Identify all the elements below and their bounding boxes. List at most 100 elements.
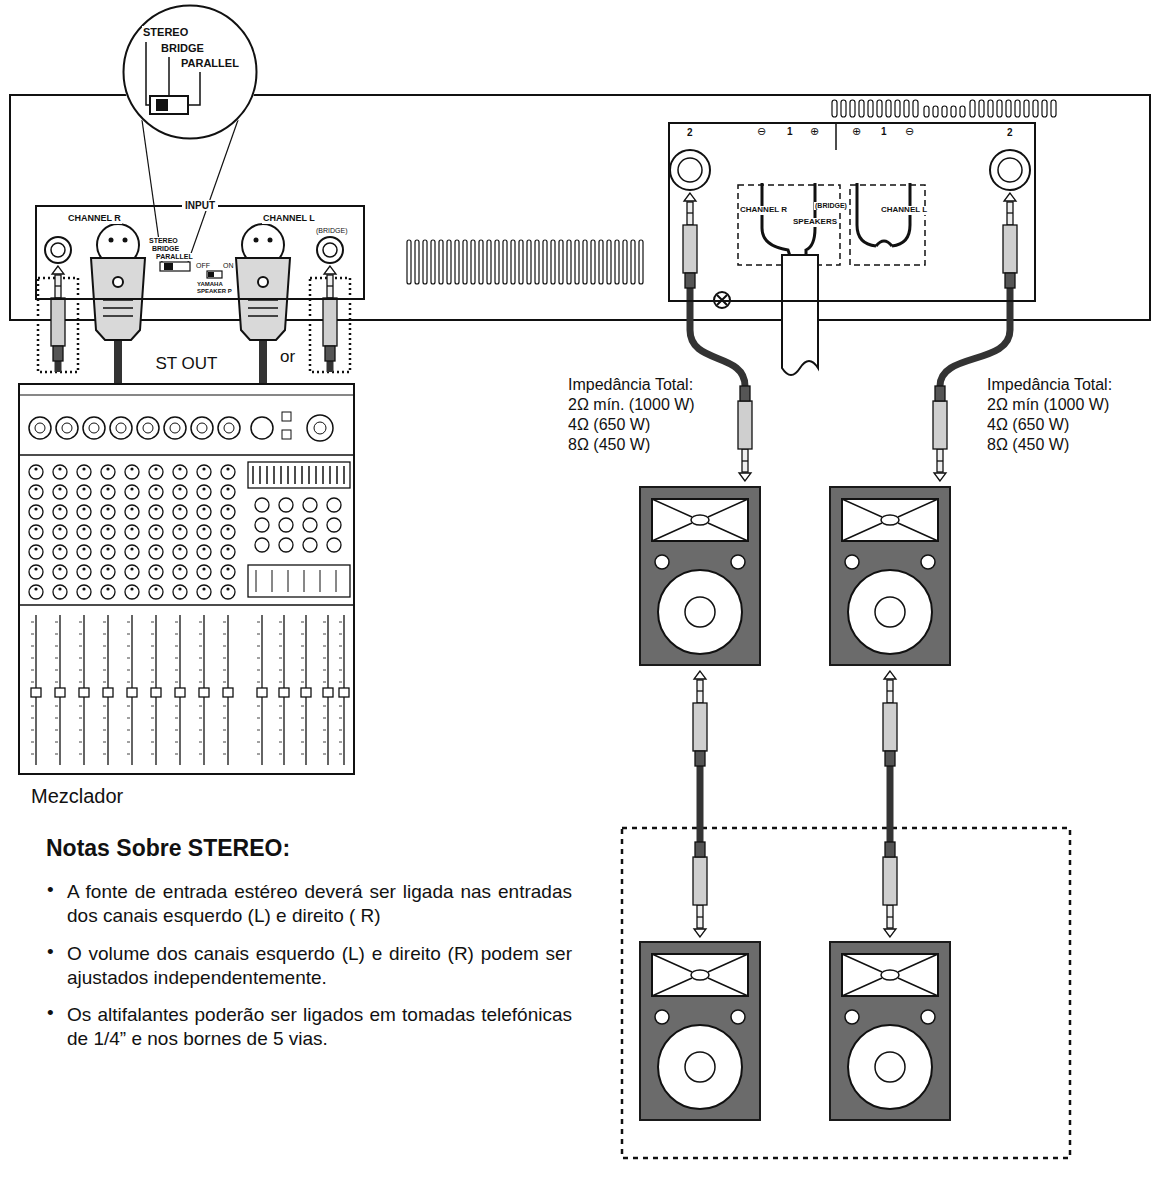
fader	[151, 754, 154, 755]
fader	[151, 622, 154, 623]
effect-panel	[336, 570, 337, 592]
vent-slot	[970, 100, 975, 117]
callout-outline	[122, 4, 258, 140]
fader-cap	[339, 688, 349, 697]
vent-slot	[495, 240, 499, 284]
phone-jack	[317, 237, 343, 263]
knob	[77, 585, 91, 599]
phone-jack	[51, 243, 65, 257]
knob	[125, 545, 139, 559]
knob	[221, 565, 235, 579]
fader	[339, 670, 342, 671]
fader-cap	[79, 688, 89, 697]
bullet-mark: •	[46, 1003, 55, 1024]
terminal-label: ⊖	[756, 125, 767, 137]
fader	[175, 622, 178, 623]
knob	[53, 565, 67, 579]
plug-sleeve	[693, 703, 707, 751]
fader	[257, 718, 260, 719]
knob	[149, 465, 163, 479]
fader	[279, 754, 282, 755]
input-jack	[282, 412, 291, 421]
callout-fill	[122, 4, 258, 140]
knob	[226, 507, 229, 510]
knob	[130, 587, 133, 590]
fader	[279, 718, 282, 719]
fader	[79, 670, 82, 671]
knob	[178, 467, 181, 470]
fader	[175, 646, 178, 647]
fader	[223, 658, 226, 659]
fader	[127, 646, 130, 647]
node-text: BRIDGE	[160, 42, 205, 54]
knob	[106, 487, 109, 490]
fader	[55, 634, 58, 635]
fader	[151, 730, 154, 731]
knob	[173, 545, 187, 559]
fader	[151, 718, 154, 719]
fader	[79, 658, 82, 659]
vent-slot	[942, 106, 947, 117]
vent-slot	[559, 240, 563, 284]
vent-slot	[1015, 100, 1020, 117]
knob	[29, 485, 43, 499]
fader	[223, 754, 226, 755]
fader	[55, 730, 58, 731]
panel-divider	[835, 124, 837, 150]
fader	[175, 730, 178, 731]
fader	[103, 742, 106, 743]
vent-slot	[423, 240, 427, 284]
knob	[29, 565, 43, 579]
knob	[154, 527, 157, 530]
fader-cap	[31, 688, 41, 697]
knob	[202, 487, 205, 490]
fader	[151, 646, 154, 647]
knob	[226, 487, 229, 490]
knob	[58, 487, 61, 490]
knob	[202, 507, 205, 510]
plug-tip	[697, 916, 703, 917]
fader	[323, 718, 326, 719]
speaker-horn	[652, 954, 748, 996]
speaker-horn	[652, 499, 748, 541]
switch-knob	[156, 99, 168, 111]
knob	[77, 505, 91, 519]
plug-tip	[697, 905, 703, 928]
fader	[323, 658, 326, 659]
speaker-horn	[842, 499, 938, 541]
input-jack	[35, 423, 45, 433]
fader	[279, 682, 282, 683]
xlr-pin	[123, 238, 128, 243]
knob	[125, 505, 139, 519]
vent-slot	[519, 240, 523, 284]
vent-slot	[599, 240, 603, 284]
fader	[323, 706, 326, 707]
knob	[279, 518, 293, 532]
mixer-divider	[18, 604, 355, 606]
fader	[127, 754, 130, 755]
fader	[55, 754, 58, 755]
knob	[29, 525, 43, 539]
speaker-woofer	[875, 1052, 905, 1082]
knob	[29, 585, 43, 599]
fader	[127, 742, 130, 743]
speaker-cabinet	[830, 942, 950, 1120]
vent-slot	[924, 106, 929, 117]
speaker-port	[845, 1010, 859, 1024]
input-jack	[164, 417, 186, 439]
speaker-port	[845, 555, 859, 569]
knob	[173, 525, 187, 539]
vent-slot	[988, 100, 993, 117]
knob	[173, 465, 187, 479]
xlr-plug	[258, 277, 268, 287]
impedance-text: 8Ω (450 W)	[567, 436, 651, 454]
knob	[226, 467, 229, 470]
cable	[690, 288, 745, 386]
terminal-label: 1	[880, 126, 888, 137]
fader-cap	[279, 688, 289, 697]
knob	[255, 498, 269, 512]
plug-arrow	[739, 473, 751, 481]
knob	[154, 547, 157, 550]
fader	[31, 622, 34, 623]
